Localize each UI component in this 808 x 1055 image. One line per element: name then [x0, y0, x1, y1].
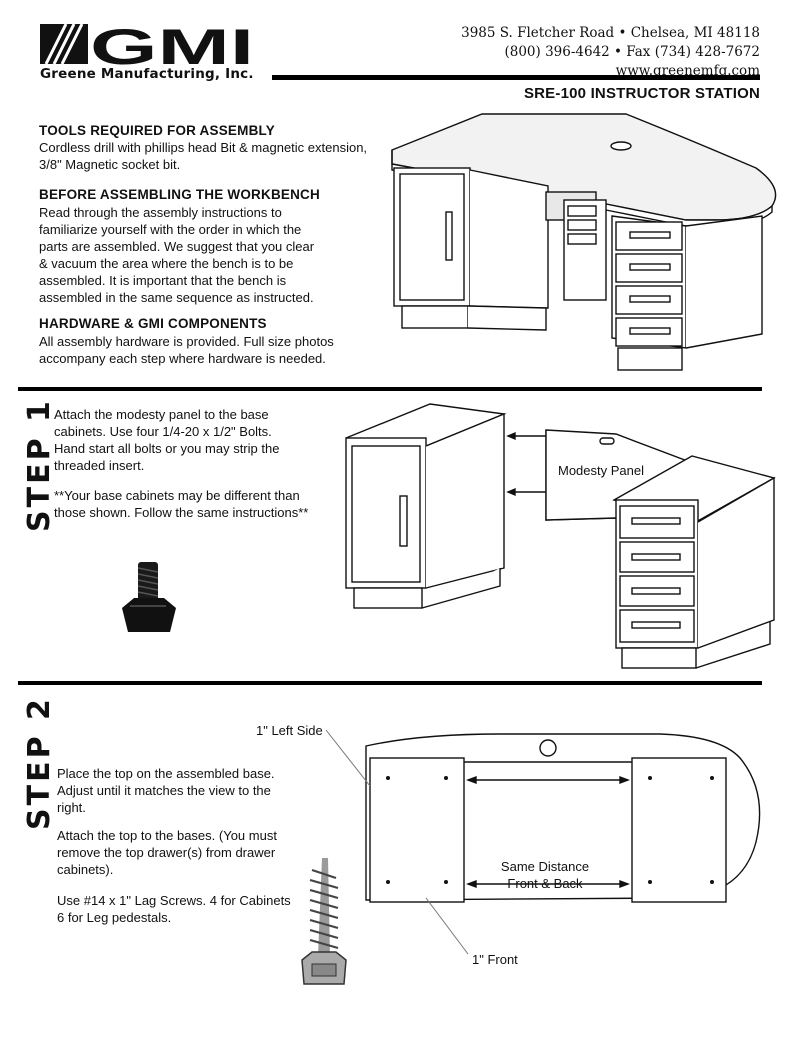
tools-heading: TOOLS REQUIRED FOR ASSEMBLY [39, 123, 275, 138]
same-distance-line: Same Distance [500, 859, 590, 874]
step-2-line: Adjust until it matches the view to the [57, 783, 271, 798]
step-1-line: threaded insert. [54, 458, 145, 473]
before-line: assembled. It is important that the benc… [39, 273, 287, 288]
document-title: SRE-100 INSTRUCTOR STATION [523, 85, 760, 102]
step-2-para-2: Attach the top to the bases. (You must r… [57, 827, 277, 878]
before-line: & vacuum the area where the bench is to … [39, 256, 294, 271]
tools-line: 3/8" Magnetic socket bit. [39, 157, 181, 172]
hardware-heading: HARDWARE & GMI COMPONENTS [39, 316, 267, 331]
hardware-line: All assembly hardware is provided. Full … [39, 334, 334, 349]
desk-illustration [386, 108, 780, 383]
step-2-line: right. [57, 800, 86, 815]
step-1-line: Attach the modesty panel to the base [54, 407, 269, 422]
hardware-text: All assembly hardware is provided. Full … [39, 333, 334, 367]
step-1-note-line: those shown. Follow the same instruction… [54, 505, 309, 520]
gmi-logo: GMI [40, 19, 270, 86]
before-line: assembled in the same sequence as instru… [39, 290, 314, 305]
before-text: Read through the assembly instructions t… [39, 204, 314, 306]
desktop-plan-diagram [360, 732, 772, 915]
step-1-label: STEP 1 [22, 398, 57, 532]
callout-lines [325, 729, 469, 955]
before-heading: BEFORE ASSEMBLING THE WORKBENCH [39, 187, 320, 202]
company-name: Greene Manufacturing, Inc. [40, 66, 254, 82]
step-2-line: 6 for Leg pedestals. [57, 910, 172, 925]
phone-line: (800) 396-4642 • Fax (734) 428-7672 [504, 44, 760, 60]
step-1-line: Hand start all bolts or you may strip th… [54, 441, 280, 456]
hardware-line: accompany each step where hardware is ne… [39, 351, 326, 366]
bolt-photo [118, 560, 180, 645]
step-2-line: Use #14 x 1" Lag Screws. 4 for Cabinets [57, 893, 291, 908]
step-2-line: cabinets). [57, 862, 114, 877]
header-rule [272, 75, 760, 80]
tools-text: Cordless drill with phillips head Bit & … [39, 139, 384, 173]
company-address: 3985 S. Fletcher Road • Chelsea, MI 4811… [461, 24, 760, 81]
same-distance-line: Front & Back [507, 876, 583, 891]
step-1-line: cabinets. Use four 1/4-20 x 1/2" Bolts. [54, 424, 272, 439]
step-1-note-line: **Your base cabinets may be different th… [54, 488, 300, 503]
address-line: 3985 S. Fletcher Road • Chelsea, MI 4811… [461, 25, 760, 41]
section-divider [18, 681, 762, 685]
section-divider [18, 387, 762, 391]
front-label: 1" Front [472, 952, 518, 967]
step-2-line: Attach the top to the bases. (You must [57, 828, 277, 843]
step-1-note: **Your base cabinets may be different th… [54, 487, 308, 521]
step-2-para-1: Place the top on the assembled base. Adj… [57, 765, 275, 816]
step-2-line: Place the top on the assembled base. [57, 766, 275, 781]
lag-screw-photo [296, 856, 352, 999]
step-1-text: Attach the modesty panel to the base cab… [54, 406, 279, 474]
logo-text: GMI [90, 22, 254, 72]
before-line: familiarize yourself with the order in w… [39, 222, 302, 237]
before-line: parts are assembled. We suggest that you… [39, 239, 315, 254]
modesty-panel-label: Modesty Panel [558, 463, 644, 478]
step-2-para-3: Use #14 x 1" Lag Screws. 4 for Cabinets … [57, 892, 291, 926]
tools-line: Cordless drill with phillips head Bit & … [39, 140, 368, 155]
same-distance-label: Same Distance Front & Back [500, 858, 590, 892]
before-line: Read through the assembly instructions t… [39, 205, 282, 220]
step-2-line: remove the top drawer(s) from drawer [57, 845, 276, 860]
modesty-panel-diagram [340, 400, 780, 680]
left-side-label: 1" Left Side [256, 723, 323, 738]
step-2-label: STEP 2 [22, 696, 57, 830]
